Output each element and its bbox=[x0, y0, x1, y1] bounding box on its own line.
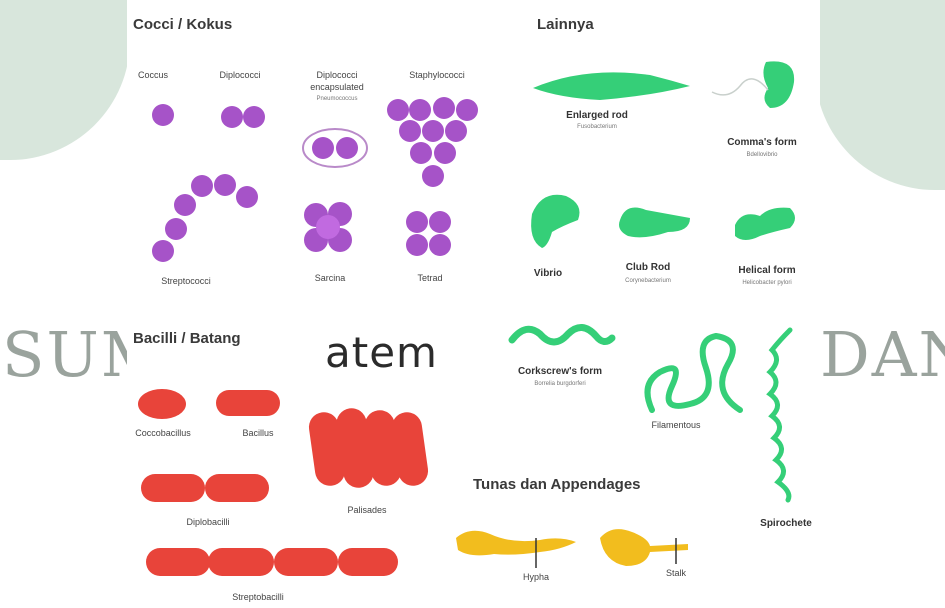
cocci-heading: Cocci / Kokus bbox=[133, 16, 232, 33]
buds-heading: Tunas dan Appendages bbox=[473, 476, 641, 493]
diplobacilli-label: Diplobacilli bbox=[186, 517, 229, 527]
enlarged-rod-label: Enlarged rod bbox=[566, 110, 628, 121]
enlarged-rod-shape bbox=[533, 72, 690, 100]
encapsulated-sub: Pneumococcus bbox=[316, 96, 357, 102]
filamentous-shape bbox=[648, 336, 741, 410]
palisades-shape bbox=[307, 406, 430, 489]
stalk-shape bbox=[600, 529, 688, 566]
streptobacilli-shape bbox=[146, 548, 210, 576]
spirochete-label: Spirochete bbox=[760, 518, 812, 529]
encapsulated-cell bbox=[336, 137, 358, 159]
cocci-shapes bbox=[152, 97, 478, 262]
spiral-shapes bbox=[512, 327, 790, 500]
helical-sub: Helicobacter pylori bbox=[742, 280, 791, 286]
others-heading: Lainnya bbox=[537, 16, 594, 33]
streptobacilli-shape bbox=[208, 548, 274, 576]
diplobacilli-shape bbox=[205, 474, 269, 502]
sarcina-label: Sarcina bbox=[315, 273, 346, 283]
encapsulated-label-2: encapsulated bbox=[310, 82, 364, 92]
encapsulated-cell bbox=[312, 137, 334, 159]
streptobacilli-shape bbox=[274, 548, 338, 576]
filamentous-label: Filamentous bbox=[651, 420, 700, 430]
buds-shapes bbox=[456, 529, 688, 566]
bacillus-label: Bacillus bbox=[242, 428, 273, 438]
streptobacilli-shape bbox=[338, 548, 398, 576]
comma-sub: Bdellovibrio bbox=[746, 152, 777, 158]
diplococci-cell bbox=[243, 106, 265, 128]
diplococci-cell bbox=[221, 106, 243, 128]
bacilli-shapes bbox=[138, 389, 430, 576]
helical-shape bbox=[735, 208, 795, 240]
coccobacillus-shape bbox=[138, 389, 186, 419]
hypha-shape bbox=[456, 531, 576, 556]
tetrad-label: Tetrad bbox=[417, 273, 442, 283]
comma-shape bbox=[763, 61, 794, 108]
coccus-label: Coccus bbox=[138, 70, 168, 80]
corkscrew-sub: Borrelia burgdorferi bbox=[534, 381, 585, 387]
enlarged-rod-sub: Fusobacterium bbox=[577, 124, 617, 130]
corkscrew-label: Corkscrew's form bbox=[518, 366, 602, 377]
hypha-label: Hypha bbox=[523, 572, 549, 582]
corkscrew-shape bbox=[512, 327, 612, 342]
comma-label: Comma's form bbox=[727, 137, 797, 148]
stalk-label: Stalk bbox=[666, 568, 686, 578]
streptococci-label: Streptococci bbox=[161, 276, 211, 286]
club-rod-sub: Corynebacterium bbox=[625, 278, 671, 284]
vibrio-shape bbox=[531, 195, 579, 248]
atem-logo: atem bbox=[325, 328, 438, 377]
bacillus-shape bbox=[216, 390, 280, 416]
streptobacilli-label: Streptobacilli bbox=[232, 592, 284, 602]
vibrio-label: Vibrio bbox=[534, 268, 562, 279]
coccus-cell bbox=[152, 104, 174, 126]
staphylococci-label: Staphylococci bbox=[409, 70, 465, 80]
palisades-label: Palisades bbox=[347, 505, 386, 515]
spirochete-shape bbox=[770, 330, 790, 500]
club-rod-shape bbox=[619, 208, 690, 238]
bacilli-heading: Bacilli / Batang bbox=[133, 330, 241, 347]
coccobacillus-label: Coccobacillus bbox=[135, 428, 191, 438]
diplobacilli-shape bbox=[141, 474, 205, 502]
diplococci-label: Diplococci bbox=[219, 70, 260, 80]
club-rod-label: Club Rod bbox=[626, 262, 670, 273]
encapsulated-label: Diplococci bbox=[316, 70, 357, 80]
helical-label: Helical form bbox=[738, 265, 795, 276]
comma-flagellum bbox=[712, 79, 768, 95]
